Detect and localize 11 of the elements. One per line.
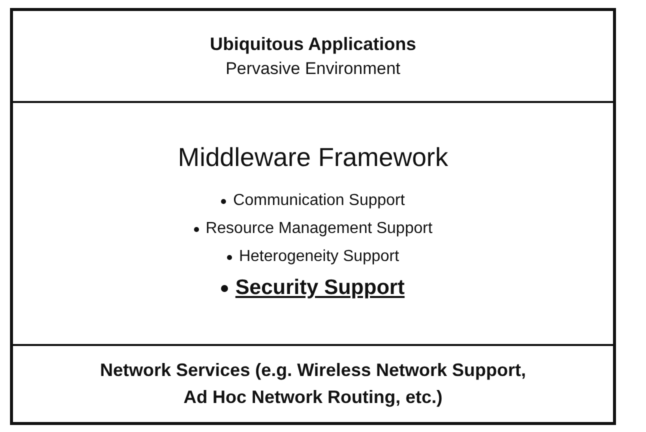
layer-band xyxy=(10,8,616,102)
list-item: Resource Management Support xyxy=(206,220,432,238)
layer-title: Middleware Framework xyxy=(178,142,448,173)
layer-title: Ubiquitous Applications xyxy=(210,34,416,54)
list-item: Heterogeneity Support xyxy=(238,248,400,266)
layer-title: Network Services (e.g. Wireless Network Support, Ad Hoc Network Routing, etc.) xyxy=(99,359,527,409)
layer-band xyxy=(10,345,616,425)
list-item: Communication Support xyxy=(233,192,405,210)
list-item: Security Support xyxy=(235,276,405,300)
layer-band xyxy=(10,102,616,345)
layer-subtitle: Pervasive Environment xyxy=(226,58,400,78)
